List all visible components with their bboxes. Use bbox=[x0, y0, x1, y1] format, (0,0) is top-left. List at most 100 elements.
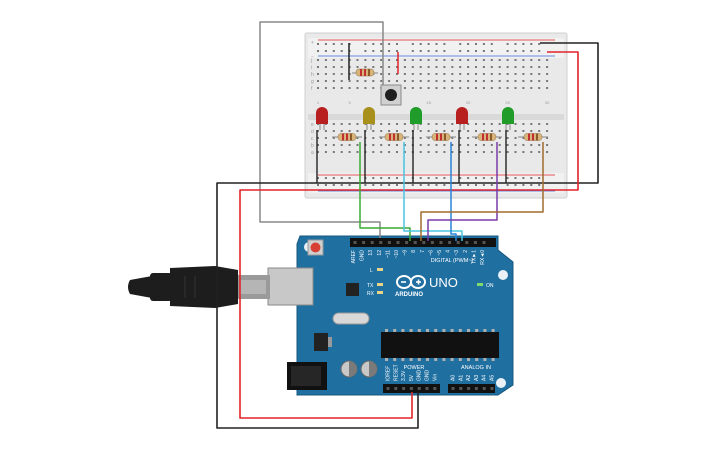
pushbutton[interactable] bbox=[380, 84, 402, 106]
power-label: POWER bbox=[404, 365, 425, 371]
power-pin-label: RESET bbox=[393, 364, 399, 381]
wire-brown bbox=[420, 142, 544, 241]
column-number: 20 bbox=[466, 100, 471, 105]
row-letter: i bbox=[311, 65, 312, 71]
led-green-1[interactable] bbox=[410, 107, 422, 130]
uno-label: UNO bbox=[429, 275, 458, 290]
crystal-oscillator bbox=[332, 312, 370, 325]
on-led bbox=[477, 283, 483, 286]
column-number: 5 bbox=[348, 100, 351, 105]
resistor bbox=[518, 133, 548, 141]
power-pin-label: GND bbox=[417, 370, 423, 382]
row-letter: d bbox=[311, 129, 314, 135]
l-led-label: L bbox=[370, 268, 373, 274]
analog-pin-label: A4 bbox=[482, 375, 488, 381]
analog-header bbox=[448, 384, 495, 393]
digital-pin-label: GND bbox=[360, 250, 366, 262]
row-letter: g bbox=[311, 79, 314, 85]
atmega-chip bbox=[381, 332, 499, 358]
row-letter: j bbox=[310, 58, 312, 64]
row-letter: f bbox=[311, 86, 313, 92]
wire-black-gnd bbox=[216, 42, 599, 429]
led-red-2[interactable] bbox=[456, 107, 468, 130]
arduino-brand-label: ARDUINO bbox=[395, 292, 423, 298]
top-power-rail bbox=[308, 38, 564, 58]
analog-pin-label: A3 bbox=[474, 375, 480, 381]
resistor bbox=[472, 133, 502, 141]
usb-port bbox=[267, 267, 314, 306]
digital-pin-label: ~6 bbox=[428, 250, 434, 256]
row-letter: c bbox=[311, 136, 314, 142]
analog-pin-label: A1 bbox=[458, 375, 464, 381]
wire-purple bbox=[427, 142, 498, 241]
mount-hole bbox=[496, 378, 506, 388]
analog-pin-label: A5 bbox=[490, 375, 496, 381]
resistor bbox=[379, 133, 409, 141]
tx-label: TX bbox=[367, 283, 374, 289]
wire-green bbox=[359, 142, 411, 241]
row-letter: h bbox=[311, 72, 314, 78]
digital-pin-label: 13 bbox=[368, 250, 374, 256]
resistor bbox=[332, 133, 362, 141]
column-number: 25 bbox=[505, 100, 510, 105]
rail-minus-label: − bbox=[311, 54, 314, 60]
power-pin-label: Vin bbox=[432, 374, 438, 381]
power-pin-label: 5V bbox=[409, 374, 415, 381]
digital-pin-label: 7 bbox=[420, 250, 426, 253]
column-number: 30 bbox=[545, 100, 550, 105]
led-yellow[interactable] bbox=[363, 107, 375, 130]
usb-plug-body bbox=[170, 266, 238, 308]
usb-connector[interactable] bbox=[128, 266, 314, 308]
digital-pin-label: AREF bbox=[351, 250, 357, 263]
reset-button-cap[interactable] bbox=[310, 242, 321, 253]
digital-pin-label: RX◄0 bbox=[480, 250, 486, 265]
wires bbox=[216, 21, 599, 429]
on-label: ON bbox=[486, 283, 494, 289]
rx-led bbox=[377, 291, 383, 294]
wire-blue bbox=[450, 142, 457, 241]
resistor bbox=[426, 133, 456, 141]
rx-label: RX bbox=[367, 291, 375, 297]
mount-hole bbox=[498, 270, 508, 280]
tx-led bbox=[377, 283, 383, 286]
row-letter: b bbox=[311, 143, 314, 149]
wire-red-5v bbox=[239, 51, 579, 419]
digital-pin-label: ~10 bbox=[394, 250, 400, 259]
column-number: 15 bbox=[426, 100, 431, 105]
power-pin-label: IOREF bbox=[386, 366, 392, 381]
digital-pin-label: 12 bbox=[377, 250, 383, 256]
power-pin-label: 3.3V bbox=[401, 370, 407, 381]
digital-pwm-label: DIGITAL (PWM~) bbox=[431, 258, 474, 264]
breadboard[interactable]: + − 151015202530jihgfedcba bbox=[304, 32, 568, 199]
arduino-logo bbox=[396, 275, 426, 289]
digital-pin-label: 4 bbox=[446, 250, 452, 253]
analog-pin-label: A2 bbox=[466, 375, 472, 381]
analog-in-label: ANALOG IN bbox=[461, 365, 491, 371]
power-pin-label: GND bbox=[425, 370, 431, 382]
led-red-1[interactable] bbox=[316, 107, 328, 130]
rail-plus-label: + bbox=[311, 40, 314, 46]
led-green-2[interactable] bbox=[502, 107, 514, 130]
row-letter: a bbox=[311, 150, 314, 156]
column-number: 1 bbox=[317, 100, 320, 105]
digital-pin-label: ~9 bbox=[403, 250, 409, 256]
analog-pin-label: A0 bbox=[451, 375, 457, 381]
digital-pin-label: TX►1 bbox=[471, 250, 477, 264]
center-channel bbox=[308, 114, 564, 120]
pushbutton-resistor bbox=[352, 68, 378, 77]
digital-pin-label: ~3 bbox=[454, 250, 460, 256]
wire-cyan bbox=[403, 142, 463, 241]
digital-pin-label: 8 bbox=[411, 250, 417, 253]
usb-cable bbox=[128, 276, 152, 298]
l-led bbox=[377, 268, 383, 271]
digital-pin-label: ~5 bbox=[437, 250, 443, 256]
row-letter: e bbox=[311, 122, 314, 128]
wire-gray bbox=[259, 21, 384, 238]
digital-pin-label: 2 bbox=[463, 250, 469, 253]
usb-chip bbox=[346, 283, 359, 296]
digital-pin-label: ~11 bbox=[385, 250, 391, 258]
voltage-regulator bbox=[314, 333, 328, 351]
